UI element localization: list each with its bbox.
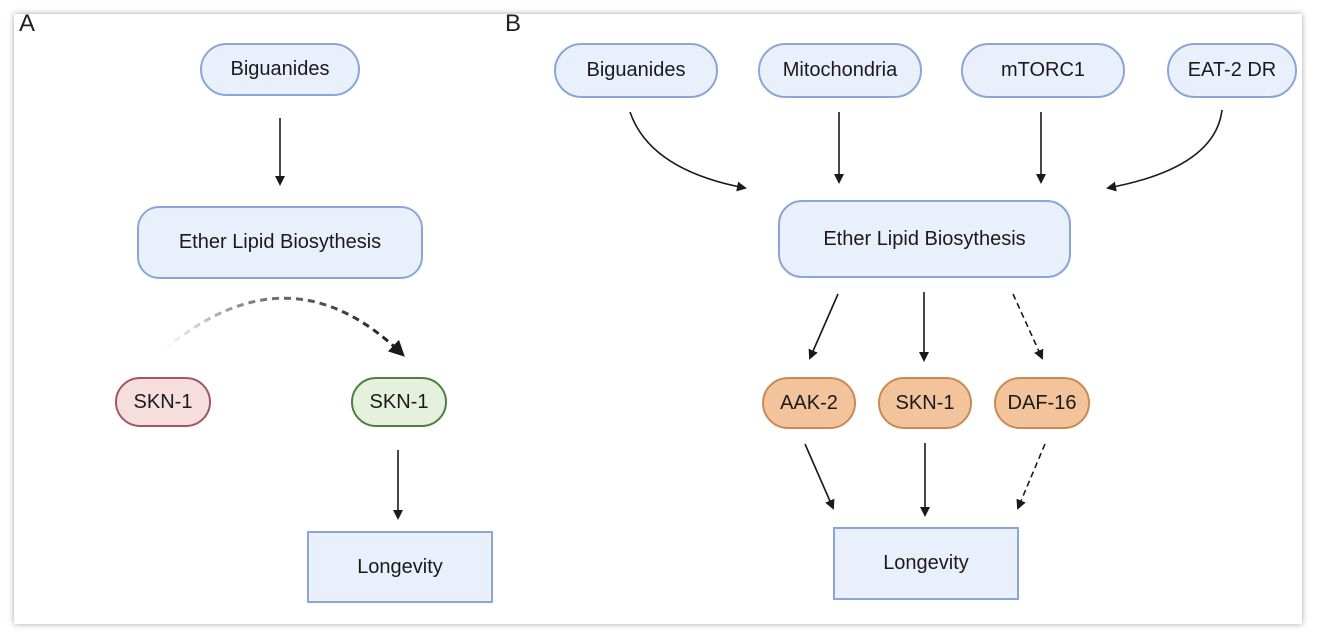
panel-a-label: A	[19, 10, 36, 37]
figure-frame	[14, 14, 1302, 624]
panel-a-ether-lipid-node: Ether Lipid Biosythesis	[137, 206, 423, 279]
panel-b-longevity-node: Longevity	[833, 527, 1019, 600]
panel-a-skn1-active-node: SKN-1	[351, 377, 447, 427]
panel-b-mtorc1-node: mTORC1	[961, 43, 1125, 98]
panel-b-skn1-node: SKN-1	[878, 377, 972, 429]
arrow-b-daf16-to-longevity	[1016, 443, 1046, 510]
arrow-b-ether-to-aak2	[808, 293, 839, 360]
panel-b-mitochondria-node: Mitochondria	[758, 43, 922, 98]
arrow-b-aak2-to-longevity	[804, 443, 835, 510]
panel-a-biguanides-node: Biguanides	[200, 43, 360, 96]
panel-b-biguanides-node: Biguanides	[554, 43, 718, 98]
arrow-a-skn1-activation	[164, 296, 405, 357]
panel-b-aak2-node: AAK-2	[762, 377, 856, 429]
panel-b-label: B	[505, 10, 522, 37]
panel-a-longevity-node: Longevity	[307, 531, 493, 603]
panel-b-eat2-dr-node: EAT-2 DR	[1167, 43, 1297, 98]
arrow-b-ether-to-daf16	[1012, 293, 1044, 360]
arrow-b-eat2-to-ether	[1106, 109, 1223, 192]
panel-a-skn1-inactive-node: SKN-1	[115, 377, 211, 427]
panel-b-daf16-node: DAF-16	[994, 377, 1090, 429]
panel-b-ether-lipid-node: Ether Lipid Biosythesis	[778, 200, 1071, 278]
arrow-b-biguanides-to-ether	[629, 111, 747, 192]
